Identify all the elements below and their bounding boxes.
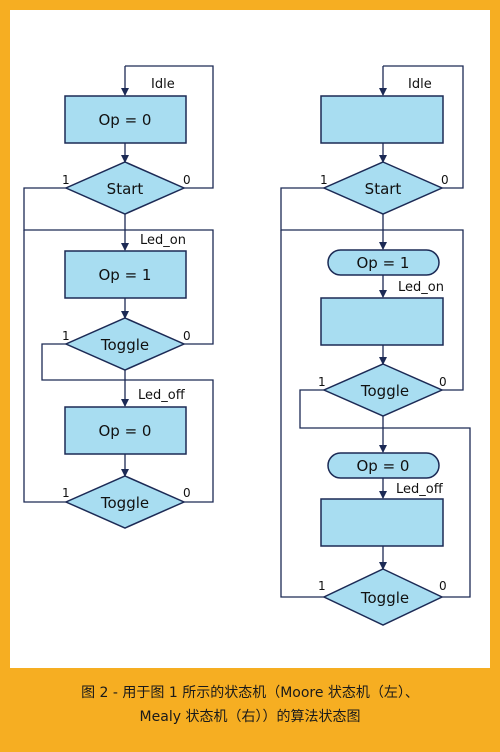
mealy-chart: Idle Start 1 0 Op = 1 Led_on Toggle 1 0 … [280, 65, 471, 626]
loop-toggle-1-to-led-on [23, 230, 66, 503]
op-1-output: Op = 1 [99, 266, 152, 284]
loop-toggle-1-to-led-on [280, 230, 324, 598]
moore-chart: Idle Op = 0 Start 1 0 Led_on Op = 1 Togg… [23, 65, 214, 529]
loop-toggle-0-to-led-on [383, 229, 464, 391]
start-label: Start [365, 180, 402, 198]
branch-1-label: 1 [320, 173, 328, 187]
figure-caption: 图 2 - 用于图 1 所示的状态机（Moore 状态机（左）、 Mealy 状… [0, 668, 500, 752]
state-box-led-on [320, 297, 444, 346]
branch-0-label: 0 [183, 486, 191, 500]
state-box-led-off [320, 498, 444, 547]
toggle-label: Toggle [360, 589, 409, 607]
arrow-toggle-1-to-led-off [41, 343, 129, 407]
toggle-label: Toggle [100, 494, 149, 512]
branch-1-label: 1 [62, 329, 70, 343]
loop-toggle-0-to-led-off [383, 427, 471, 598]
toggle-label: Toggle [360, 382, 409, 400]
branch-0-label: 0 [183, 329, 191, 343]
op-0-output: Op = 0 [99, 422, 152, 440]
loop-toggle-0-to-led-on [125, 229, 214, 345]
branch-1-label: 1 [318, 579, 326, 593]
decision-toggle-2 [322, 568, 444, 626]
led-on-label: Led_on [398, 280, 444, 295]
branch-1-label: 1 [62, 173, 70, 187]
idle-label: Idle [151, 77, 175, 92]
led-off-label: Led_off [138, 388, 186, 403]
op-0-output: Op = 0 [357, 457, 410, 475]
start-label: Start [107, 180, 144, 198]
arrow-toggle-1-to-led-off [299, 389, 387, 453]
loop-start-0-to-idle [125, 65, 214, 189]
state-box-led-off [64, 406, 187, 455]
caption-line-2: Mealy 状态机（右））的算法状态图 [139, 709, 361, 725]
led-on-label: Led_on [140, 233, 186, 248]
branch-0-label: 0 [439, 579, 447, 593]
loop-toggle-0-to-led-off [125, 379, 214, 503]
caption-line-1: 图 2 - 用于图 1 所示的状态机（Moore 状态机（左）、 [81, 685, 419, 701]
led-off-label: Led_off [396, 482, 444, 497]
op-1-output: Op = 1 [357, 254, 410, 272]
branch-0-label: 0 [441, 173, 449, 187]
toggle-label: Toggle [100, 336, 149, 354]
loop-start-0-to-idle [383, 65, 464, 189]
branch-0-label: 0 [183, 173, 191, 187]
op-0-output: Op = 0 [99, 111, 152, 129]
decision-toggle-2 [64, 475, 186, 529]
branch-1-label: 1 [62, 486, 70, 500]
branch-0-label: 0 [439, 375, 447, 389]
state-box-idle [320, 95, 444, 144]
branch-1-label: 1 [318, 375, 326, 389]
idle-label: Idle [408, 77, 432, 92]
